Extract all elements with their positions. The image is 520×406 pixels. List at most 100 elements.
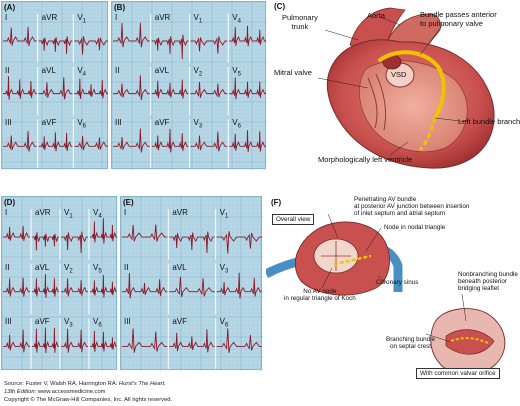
lead-label: V4 [93,208,102,220]
label-branching-bundle: Branching bundle on septal crest [386,336,436,351]
label-coronary-sinus: Coronary sinus [376,279,419,286]
ecg-trace-e-6 [122,328,168,353]
lead-label: V4 [232,13,241,25]
ecg-traces-e [121,197,263,371]
ecg-trace-d-7 [90,275,117,298]
source-prefix: Source: Fuster V, Walsh RA, Harrington R… [4,381,119,387]
lead-label: III [124,317,131,327]
ecg-trace-e-3 [122,272,168,299]
copyright-line: Copyright © The McGraw-Hill Companies, I… [4,397,172,403]
lead-label: I [5,13,8,22]
lead-label: V3 [193,118,203,130]
ecg-trace-b-3 [229,25,266,47]
source-title: Hurst's The Heart, [118,381,166,387]
ecg-trace-b-11 [229,130,266,152]
ecg-trace-a-4 [38,77,73,100]
ecg-trace-b-2 [190,36,228,54]
ecg-traces-a [2,2,109,170]
ecg-trace-a-0 [3,26,37,46]
label-left-bundle-branch: Left bundle branch [458,117,520,126]
lead-label: V2 [64,262,73,275]
ecg-trace-b-7 [229,77,266,100]
lead-label: aVL [172,262,187,272]
lead-label: V6 [219,317,229,329]
ecg-trace-b-10 [190,131,228,152]
label-overall-view: Overall view [272,214,315,226]
left-bundle-branch-shape [418,117,437,152]
panel-label-a: (A) [4,3,16,12]
source-site: : www.accessmedicine.com [34,389,106,395]
av-conduction-diagram-f: (F) Overall view Penetrating AV bundle a… [263,196,520,381]
lead-label: V3 [219,262,229,275]
ecg-trace-b-6 [190,81,228,98]
lead-label: aVR [172,208,188,217]
lead-label: V3 [64,317,73,329]
ecg-trace-e-2 [216,231,262,254]
conduction-bundle [378,50,446,120]
lead-label: II [115,65,120,75]
ecg-trace-a-2 [74,36,108,55]
ecg-trace-b-4 [113,75,150,101]
lead-label: V2 [193,65,203,78]
label-penetrating-av-bundle: Penetrating AV bundle at posterior AV ju… [354,196,470,218]
ecg-trace-a-1 [38,36,73,54]
lead-label: II [5,65,10,75]
lead-label: aVF [35,317,50,327]
lead-label: aVR [35,208,51,217]
ecg-trace-d-3 [90,218,117,244]
mitral-valve-shape [367,73,387,131]
lead-label: aVR [154,13,171,22]
ecg-trace-d-1 [32,232,59,251]
lead-label: V1 [77,13,87,25]
panel-label-e: (E) [123,198,134,207]
lead-label: V6 [93,317,102,329]
ecg-trace-b-5 [151,79,189,99]
label-node-in-nodal-triangle: Node in nodal triangle [384,224,446,231]
lead-label: aVF [154,118,170,128]
ecg-trace-b-1 [151,34,189,60]
ecg-trace-d-6 [61,278,88,297]
lead-label: III [5,118,12,128]
ecg-trace-d-10 [61,328,88,353]
lead-label: aVL [154,65,169,75]
ecg-trace-e-0 [122,224,168,242]
ecg-trace-d-0 [3,225,30,242]
ecg-trace-a-7 [38,132,73,152]
lead-label: I [115,13,118,22]
label-common-valvar-orifice: With common valvar orifice [416,368,500,380]
ecg-trace-e-5 [216,272,262,299]
ecg-trace-a-3 [3,76,37,100]
ecg-trace-b-0 [113,22,150,48]
ecg-traces-b [112,2,267,170]
lead-label: aVL [41,65,56,75]
heart-illustration-c [317,7,495,169]
source-edition: 13th Edition [4,389,35,395]
label-vsd: VSD [391,70,407,79]
lead-label: aVL [35,262,50,272]
panel-label-f: (F) [271,198,282,207]
lead-label: I [5,208,8,217]
lead-label: aVR [41,13,58,22]
lead-label: V1 [219,208,229,220]
ecg-trace-e-7 [169,329,215,353]
panel-label-b: (B) [114,3,126,12]
ecg-trace-d-9 [32,327,59,354]
label-bundle-passes: Bundle passes anterior to pulmonary valv… [420,10,497,28]
lead-label: V1 [193,13,203,25]
heart-diagram-c: (C) Pulmonary trunk Aorta Bundle passes … [270,0,520,190]
ecg-trace-d-8 [3,329,30,353]
left-ventricle-cavity [359,60,468,153]
label-aorta: Aorta [367,11,385,20]
source-line: Source: Fuster V, Walsh RA, Harrington R… [4,381,166,387]
lead-label: V6 [232,118,241,130]
ecg-trace-d-5 [32,274,59,298]
lead-label: V5 [93,262,102,275]
lead-label: II [5,262,10,272]
copyright: Copyright © The McGraw-Hill Companies, I… [4,397,173,403]
lead-label: I [124,208,127,217]
av-illustration-f [263,213,506,376]
av-bundle-path [333,254,372,266]
lead-label: aVF [172,317,187,327]
